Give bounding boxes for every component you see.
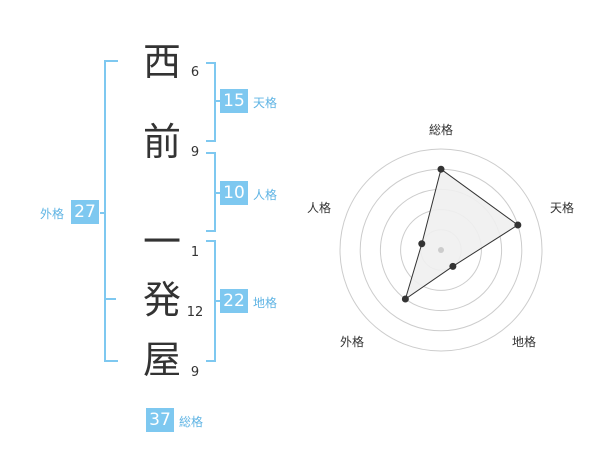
- radar-area: [404, 168, 519, 301]
- tenkaku-bracket: [206, 62, 216, 142]
- tenkaku-badge: 15: [220, 89, 248, 113]
- stroke-count-1: 6: [190, 65, 200, 80]
- jinkaku-label: 人格: [253, 188, 278, 202]
- tenkaku-label: 天格: [253, 96, 278, 110]
- stroke-count-3: 1: [190, 245, 200, 260]
- chikaku-connector: [214, 300, 220, 302]
- name-char-1: 西: [142, 40, 181, 84]
- chikaku-badge: 22: [220, 289, 248, 313]
- radar-point: [418, 240, 426, 248]
- axis-label-jinkaku: 人格: [307, 200, 331, 215]
- stroke-count-4: 12: [186, 305, 204, 320]
- tenkaku-connector: [214, 100, 220, 102]
- axis-label-tenkaku: 天格: [550, 200, 574, 215]
- name-char-3: 一: [142, 220, 181, 264]
- name-char-4: 発: [142, 278, 181, 322]
- stroke-count-5: 9: [190, 365, 200, 380]
- axis-label-chikaku: 地格: [512, 334, 536, 349]
- radar-points: [401, 165, 522, 303]
- jinkaku-connector: [214, 192, 220, 194]
- gaikaku-connector: [100, 212, 106, 214]
- chikaku-label: 地格: [253, 296, 278, 310]
- radar-grid-ring: [339, 148, 543, 352]
- gaikaku-label: 外格: [40, 207, 65, 221]
- soukaku-badge: 37: [146, 408, 174, 432]
- axis-label-gaikaku: 外格: [340, 334, 364, 349]
- stroke-count-2: 9: [190, 145, 200, 160]
- radar-point: [449, 262, 457, 270]
- gaikaku-bracket: [104, 60, 118, 362]
- jinkaku-badge: 10: [220, 181, 248, 205]
- radar-point: [401, 295, 409, 303]
- radar-point: [514, 221, 522, 229]
- radar-point: [437, 165, 445, 173]
- radar-center-dot: [438, 247, 444, 253]
- gaikaku-badge: 27: [71, 200, 99, 224]
- soukaku-label: 総格: [179, 415, 204, 429]
- name-char-5: 屋: [142, 338, 181, 382]
- name-char-2: 前: [142, 120, 181, 164]
- gaikaku-inner-tick: [104, 298, 116, 300]
- axis-label-soukaku: 総格: [429, 122, 453, 137]
